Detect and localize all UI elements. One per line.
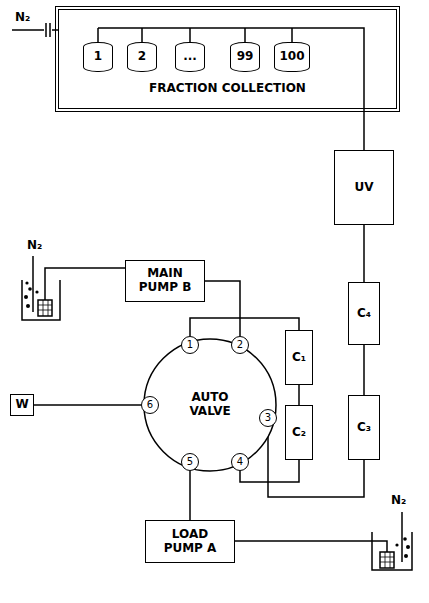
vial: 1 (83, 42, 113, 72)
gas-tube (401, 512, 403, 562)
valve-port: 5 (181, 453, 199, 471)
inlet-frit (38, 300, 52, 316)
tubing-line (364, 112, 365, 150)
tubing-line (363, 112, 365, 150)
valve-port: 1 (181, 336, 199, 354)
column-box: C₄ (348, 282, 380, 345)
tubing-line (190, 471, 191, 520)
valve-port: 4 (231, 453, 249, 471)
node-label: UV (354, 181, 373, 195)
node-label: C₃ (357, 421, 371, 435)
node-label: 2 (138, 50, 146, 64)
port-number: 1 (187, 339, 193, 351)
port-number: 5 (187, 456, 193, 468)
pump-box: LOAD PUMP A (145, 520, 235, 563)
tubing-line (34, 404, 141, 406)
tubing-line (364, 225, 365, 282)
tubing-line (363, 345, 365, 395)
gas-label: N₂ (390, 493, 407, 507)
node-label: MAIN PUMP B (136, 267, 194, 295)
bubble (404, 554, 408, 558)
vial: ... (175, 42, 205, 72)
bubble (26, 304, 30, 308)
bubble (35, 290, 38, 293)
node-label: C₂ (292, 426, 306, 440)
port-number: 4 (237, 456, 243, 468)
column-box: C₁ (285, 330, 313, 385)
tubing-line (34, 405, 141, 406)
pump-box: MAIN PUMP B (125, 260, 205, 302)
tubing-line (205, 281, 240, 336)
tubing-line (189, 471, 191, 520)
node-label: LOAD PUMP A (161, 528, 219, 556)
node-label: C₄ (357, 307, 371, 321)
port-number: 2 (237, 339, 243, 351)
vial: 100 (274, 42, 310, 72)
node-label: FRACTION COLLECTION (149, 82, 306, 96)
nitrogen-inlet (12, 23, 58, 37)
valve-port: 2 (231, 336, 249, 354)
valve-port: 3 (259, 409, 277, 427)
bubble (25, 281, 28, 284)
gas-label: N₂ (14, 10, 31, 24)
fraction-collector: FRACTION COLLECTION 1 2... 99 100 (55, 6, 400, 112)
bubble (395, 543, 398, 546)
column-box: C₂ (285, 405, 313, 460)
frit-grid (380, 552, 394, 568)
valve-circle: AUTO VALVE 1 2 3 4 5 6 (142, 337, 278, 473)
gas-label: N₂ (26, 238, 43, 252)
collection-manifold (98, 28, 364, 112)
tubing-line (298, 385, 300, 405)
frit-grid (38, 300, 52, 316)
bubble (24, 295, 28, 299)
node-label: C₁ (292, 351, 306, 365)
left-reservoir (22, 280, 60, 320)
node-label: W (15, 398, 28, 412)
bubble (406, 545, 410, 549)
tubing-line (299, 385, 300, 405)
vial: 99 (230, 42, 260, 72)
right-reservoir (372, 532, 412, 570)
port-number: 6 (147, 399, 153, 411)
inlet-frit (380, 552, 394, 568)
valve-port: 6 (141, 396, 159, 414)
node-label: AUTO VALVE (185, 391, 235, 419)
node-label: 100 (279, 50, 304, 64)
waste-box: W (10, 394, 34, 416)
tubing-line (205, 281, 240, 336)
vial: 2 (127, 42, 157, 72)
tubing-line (190, 318, 299, 336)
node-label: 1 (94, 50, 102, 64)
solvent-line-b (45, 268, 125, 300)
node-label: 99 (237, 50, 254, 64)
column-box: C₃ (348, 395, 380, 460)
tubing-line (364, 345, 365, 395)
solvent-line-a (235, 541, 387, 552)
tubing-line (363, 225, 365, 282)
node-label: ... (183, 50, 197, 64)
bubble (403, 537, 407, 541)
detector-box: UV (334, 150, 394, 225)
vial-drops (98, 28, 292, 42)
port-number: 3 (265, 412, 271, 424)
bubble (28, 287, 32, 291)
gas-tube (32, 256, 34, 312)
tubing-line (190, 318, 299, 336)
